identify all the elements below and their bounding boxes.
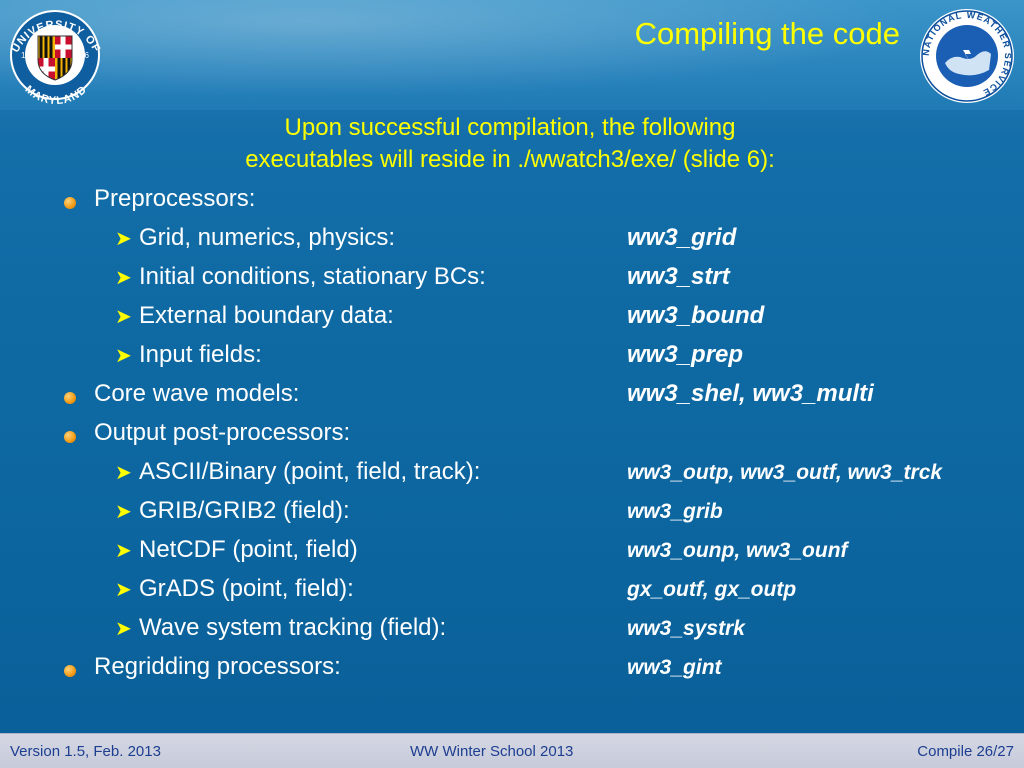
arrow-icon: ➤ [115, 306, 132, 328]
nws-logo: NATIONAL WEATHER SERVICE [920, 9, 1014, 103]
item-label: Output post-processors: [94, 419, 351, 446]
item-label: ASCII/Binary (point, field, track): [139, 458, 481, 485]
footer-page-number: Compile 26/27 [917, 743, 1014, 760]
list-item-prep: ➤ Input fields: ww3_prep [0, 341, 1024, 379]
list-item-strt: ➤ Initial conditions, stationary BCs: ww… [0, 263, 1024, 301]
item-value: ww3_gint [627, 656, 722, 679]
item-value: ww3_grid [627, 224, 737, 251]
list-item-grib: ➤ GRIB/GRIB2 (field): ww3_grib [0, 497, 1024, 535]
header-band [0, 0, 1024, 110]
footer-event: WW Winter School 2013 [410, 743, 574, 760]
item-value: ww3_systrk [627, 617, 745, 640]
list-item-preprocessors: Preprocessors: [0, 185, 1024, 223]
arrow-icon: ➤ [115, 501, 132, 523]
list-item-grid: ➤ Grid, numerics, physics: ww3_grid [0, 224, 1024, 262]
footer-version: Version 1.5, Feb. 2013 [10, 743, 161, 760]
arrow-icon: ➤ [115, 228, 132, 250]
arrow-icon: ➤ [115, 462, 132, 484]
umd-year-left: 18 [21, 51, 30, 60]
subtitle-line-2: executables will reside in ./wwatch3/exe… [245, 146, 775, 173]
item-label: GrADS (point, field): [139, 575, 354, 602]
item-label: Grid, numerics, physics: [139, 224, 396, 251]
item-label: NetCDF (point, field) [139, 536, 358, 563]
item-label: Input fields: [139, 341, 262, 368]
item-value: ww3_bound [627, 302, 765, 329]
item-label: Initial conditions, stationary BCs: [139, 263, 486, 290]
subtitle-line-1: Upon successful compilation, the followi… [284, 114, 736, 141]
bullet-icon [64, 392, 76, 404]
slide-footer: Version 1.5, Feb. 2013 WW Winter School … [0, 733, 1024, 768]
list-item-systrk: ➤ Wave system tracking (field): ww3_syst… [0, 614, 1024, 652]
list-item-core-models: Core wave models: ww3_shel, ww3_multi [0, 380, 1024, 418]
list-item-bound: ➤ External boundary data: ww3_bound [0, 302, 1024, 340]
slide-title: Compiling the code [634, 16, 900, 51]
arrow-icon: ➤ [115, 345, 132, 367]
item-value: ww3_prep [627, 341, 744, 368]
arrow-icon: ➤ [115, 618, 132, 640]
arrow-icon: ➤ [115, 579, 132, 601]
list-item-ascii: ➤ ASCII/Binary (point, field, track): ww… [0, 458, 1024, 496]
item-label: Preprocessors: [94, 185, 256, 212]
list-item-post-processors: Output post-processors: [0, 419, 1024, 457]
item-value: ww3_shel, ww3_multi [627, 380, 874, 407]
bullet-icon [64, 431, 76, 443]
list-item-netcdf: ➤ NetCDF (point, field) ww3_ounp, ww3_ou… [0, 536, 1024, 574]
bullet-icon [64, 197, 76, 209]
arrow-icon: ➤ [115, 540, 132, 562]
list-item-grads: ➤ GrADS (point, field): gx_outf, gx_outp [0, 575, 1024, 613]
item-value: ww3_strt [627, 263, 730, 290]
item-label: Wave system tracking (field): [139, 614, 447, 641]
item-value: ww3_outp, ww3_outf, ww3_trck [627, 461, 943, 484]
arrow-icon: ➤ [115, 267, 132, 289]
item-label: Regridding processors: [94, 653, 341, 680]
slide-subtitle: Upon successful compilation, the followi… [110, 112, 910, 176]
item-value: gx_outf, gx_outp [627, 578, 797, 601]
item-value: ww3_ounp, ww3_ounf [627, 539, 848, 562]
item-label: External boundary data: [139, 302, 394, 329]
item-label: GRIB/GRIB2 (field): [139, 497, 350, 524]
bullet-icon [64, 665, 76, 677]
item-value: ww3_grib [627, 500, 723, 523]
umd-year-right: 56 [80, 51, 89, 60]
umd-logo: UNIVERSITY OF MARYLAND 18 56 [9, 10, 102, 107]
item-label: Core wave models: [94, 380, 300, 407]
list-item-regridding: Regridding processors: ww3_gint [0, 653, 1024, 691]
